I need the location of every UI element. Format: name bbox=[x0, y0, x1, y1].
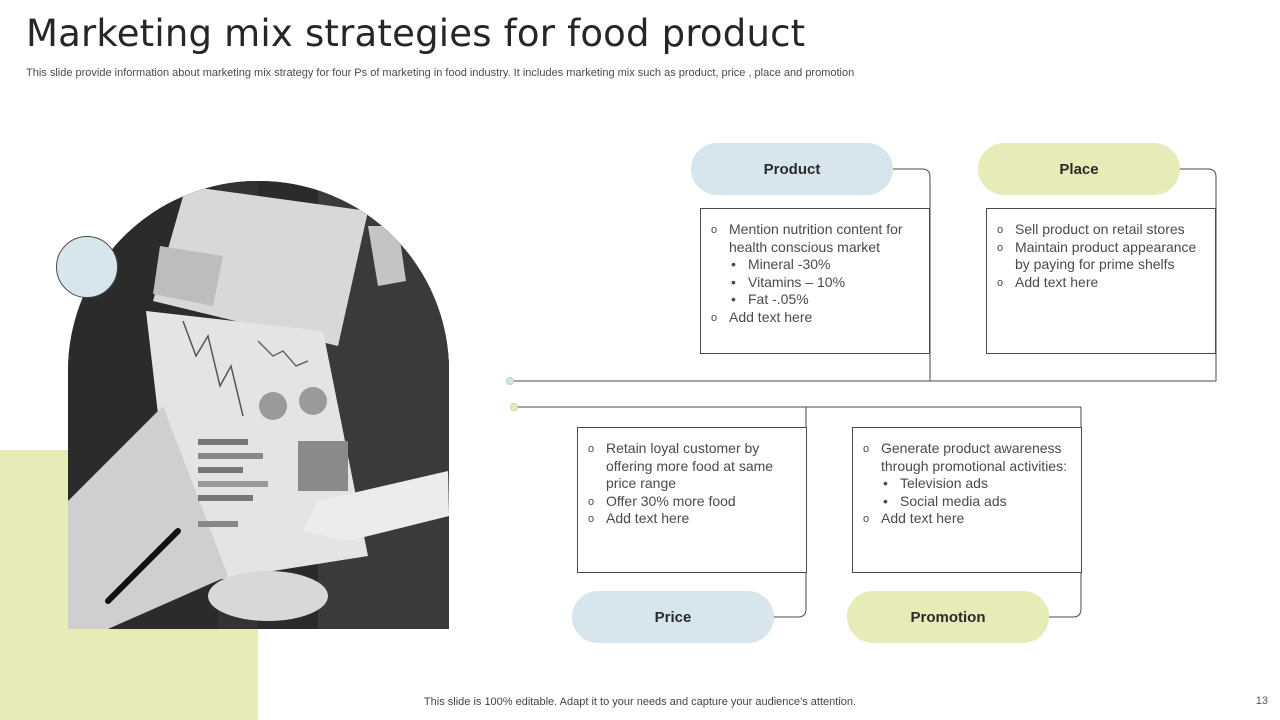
product-subitem: Mineral -30% bbox=[711, 256, 919, 274]
place-item: Add text here bbox=[997, 274, 1205, 292]
price-pill: Price bbox=[572, 591, 774, 643]
product-subitem: Fat -.05% bbox=[711, 291, 919, 309]
product-subitem: Vitamins – 10% bbox=[711, 274, 919, 292]
place-item: Maintain product appearance by paying fo… bbox=[997, 239, 1205, 274]
product-item: Mention nutrition content for health con… bbox=[711, 221, 919, 256]
promotion-item: Generate product awareness through promo… bbox=[863, 440, 1071, 475]
arch-photo bbox=[68, 181, 449, 629]
promotion-subitem: Social media ads bbox=[863, 493, 1071, 511]
product-pill: Product bbox=[691, 143, 893, 195]
slide-title: Marketing mix strategies for food produc… bbox=[26, 12, 806, 55]
decorative-circle bbox=[56, 236, 118, 298]
product-box: Mention nutrition content for health con… bbox=[700, 208, 930, 354]
promotion-pill: Promotion bbox=[847, 591, 1049, 643]
place-item: Sell product on retail stores bbox=[997, 221, 1205, 239]
price-item: Retain loyal customer by offering more f… bbox=[588, 440, 796, 493]
place-pill: Place bbox=[978, 143, 1180, 195]
price-item: Offer 30% more food bbox=[588, 493, 796, 511]
price-item: Add text here bbox=[588, 510, 796, 528]
promotion-subitem: Television ads bbox=[863, 475, 1071, 493]
place-box: Sell product on retail stores Maintain p… bbox=[986, 208, 1216, 354]
footer-text: This slide is 100% editable. Adapt it to… bbox=[423, 696, 857, 708]
promotion-box: Generate product awareness through promo… bbox=[852, 427, 1082, 573]
footer-note: This slide is 100% editable. Adapt it to… bbox=[0, 696, 1280, 708]
product-item: Add text here bbox=[711, 309, 919, 327]
promotion-item: Add text here bbox=[863, 510, 1071, 528]
price-box: Retain loyal customer by offering more f… bbox=[577, 427, 807, 573]
page-number: 13 bbox=[1255, 695, 1268, 707]
slide-subtitle: This slide provide information about mar… bbox=[26, 67, 855, 79]
